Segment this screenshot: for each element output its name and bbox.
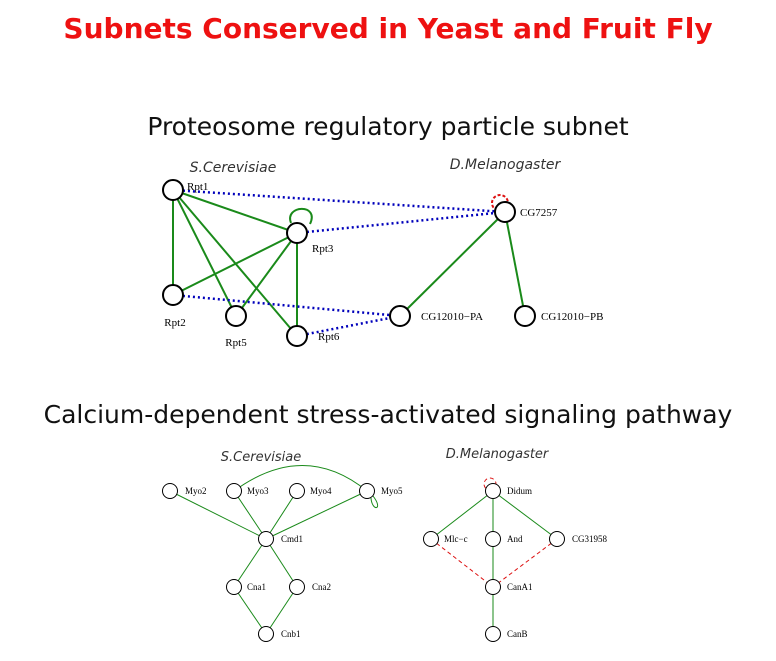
- species-label-yeast-2: S.Cerevisiae: [221, 450, 301, 465]
- edge-cg7257-cg12010pa: [399, 211, 506, 317]
- link-rpt1-cg7257: [172, 188, 506, 214]
- label-canb: CanB: [507, 629, 528, 639]
- edge-cna1-cnb1: [233, 586, 267, 635]
- edge-cmd1-cna2: [265, 538, 298, 588]
- link-rpt3-cg7257: [296, 210, 506, 235]
- label-cana1: CanA1: [507, 582, 533, 592]
- node-cana1: [485, 579, 501, 595]
- species-label-fly-2: D.Melanogaster: [446, 447, 550, 462]
- label-mlc-c: Mlc−c: [444, 534, 468, 544]
- node-cmd1: [258, 531, 274, 547]
- edge-cg7257-cg12010pb: [504, 211, 526, 317]
- label-and: And: [507, 534, 523, 544]
- node-rpt3: [286, 222, 308, 244]
- edge-myo5-cmd1: [265, 490, 368, 540]
- edge-myo4-cmd1: [265, 490, 298, 540]
- node-cna1: [226, 579, 242, 595]
- node-mlc-c: [423, 531, 439, 547]
- edge-myo3-cmd1: [233, 490, 267, 540]
- label-myo3: Myo3: [247, 486, 269, 496]
- node-cna2: [289, 579, 305, 595]
- label-rpt2: Rpt2: [164, 317, 185, 329]
- dashed-edge-cg31958-cana1: [492, 538, 558, 588]
- label-rpt5: Rpt5: [225, 337, 247, 349]
- yeast-edges-2: [169, 465, 378, 635]
- proteosome-section-title: Proteosome regulatory particle subnet: [147, 112, 629, 141]
- edge-didum-cg31958: [492, 490, 558, 540]
- calcium-pathway: S.Cerevisiae D.Melanogaster: [162, 447, 608, 642]
- label-cg12010-pa: CG12010−PA: [421, 311, 483, 323]
- label-cna1: Cna1: [247, 582, 266, 592]
- edge-myo2-cmd1: [169, 490, 267, 540]
- edge-rpt3-rpt5: [235, 232, 298, 317]
- species-label-fly: D.Melanogaster: [450, 157, 562, 173]
- label-myo4: Myo4: [310, 486, 332, 496]
- fly-edges-2: [430, 490, 558, 634]
- node-rpt2: [162, 284, 184, 306]
- page-title: Subnets Conserved in Yeast and Fruit Fly: [63, 12, 713, 45]
- node-cg12010-pa: [389, 305, 411, 327]
- node-myo3: [226, 483, 242, 499]
- calcium-node-labels: Myo2 Myo3 Myo4 Myo5 Cmd1 Cna1 Cna2 Cnb1 …: [185, 486, 608, 639]
- edge-rpt1-rpt5: [172, 189, 237, 317]
- node-rpt6: [286, 325, 308, 347]
- node-cg7257: [494, 201, 516, 223]
- node-cg12010-pb: [514, 305, 536, 327]
- node-rpt5: [225, 305, 247, 327]
- label-rpt1: Rpt1: [187, 181, 208, 193]
- edge-myo3-myo5: [233, 465, 368, 492]
- self-loop-myo5: [370, 495, 378, 508]
- node-myo2: [162, 483, 178, 499]
- species-label-yeast: S.Cerevisiae: [190, 160, 277, 176]
- link-rpt6-cg12010pa: [296, 314, 401, 338]
- edge-didum-mlcc: [430, 490, 494, 540]
- proteosome-subnet: S.Cerevisiae D.Melanogaster: [162, 157, 603, 349]
- edge-rpt1-rpt3: [172, 189, 298, 234]
- label-cg12010-pb: CG12010−PB: [541, 311, 603, 323]
- edge-cna2-cnb1: [265, 586, 298, 635]
- node-and: [485, 531, 501, 547]
- node-myo4: [289, 483, 305, 499]
- node-cnb1: [258, 626, 274, 642]
- dashed-edge-mlcc-cana1: [430, 538, 494, 588]
- proteosome-node-labels: Rpt1 Rpt3 Rpt2 Rpt5 Rpt6 CG7257 CG12010−…: [164, 181, 603, 349]
- calcium-section-title: Calcium-dependent stress-activated signa…: [43, 400, 733, 429]
- label-cg31958: CG31958: [572, 534, 608, 544]
- label-rpt6: Rpt6: [318, 331, 340, 343]
- self-loop-rpt3: [289, 208, 313, 225]
- label-cnb1: Cnb1: [281, 629, 301, 639]
- label-cmd1: Cmd1: [281, 534, 303, 544]
- yeast-edges: [172, 189, 313, 337]
- label-myo5: Myo5: [381, 486, 403, 496]
- label-rpt3: Rpt3: [312, 243, 334, 255]
- proteosome-nodes: [162, 179, 536, 347]
- fly-edges: [399, 211, 526, 317]
- calcium-nodes: [162, 483, 565, 642]
- label-didum: Didum: [507, 486, 532, 496]
- node-myo5: [359, 483, 375, 499]
- label-cg7257: CG7257: [520, 207, 558, 219]
- label-cna2: Cna2: [312, 582, 331, 592]
- label-myo2: Myo2: [185, 486, 207, 496]
- cross-species-links: [172, 188, 506, 338]
- node-rpt1: [162, 179, 184, 201]
- node-cg31958: [549, 531, 565, 547]
- node-didum: [485, 483, 501, 499]
- node-canb: [485, 626, 501, 642]
- edge-cmd1-cna1: [233, 538, 267, 588]
- edge-rpt3-rpt2: [172, 232, 298, 296]
- link-rpt2-cg12010pa: [172, 293, 401, 318]
